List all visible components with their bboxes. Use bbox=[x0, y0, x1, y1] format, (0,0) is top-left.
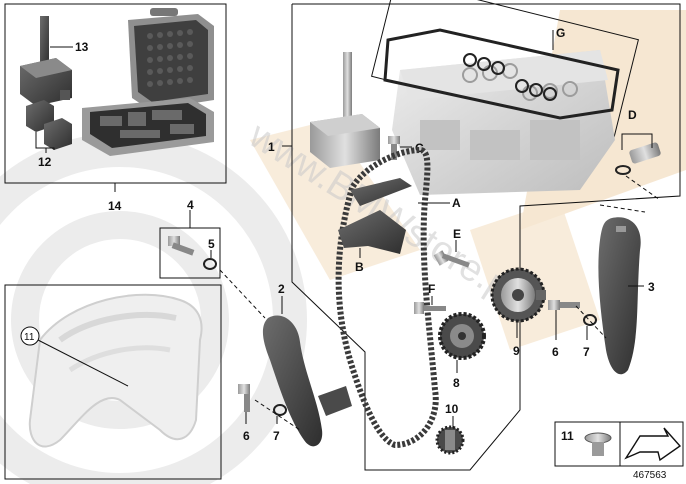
callout-9: 9 bbox=[513, 344, 520, 358]
callout-G: G bbox=[556, 26, 565, 40]
guide-B-illustration bbox=[338, 210, 406, 254]
callout-7b: 7 bbox=[583, 345, 590, 359]
leader-D bbox=[621, 133, 653, 150]
dash-4 bbox=[219, 269, 266, 319]
tensioner-D-illustration bbox=[615, 142, 661, 175]
wheel-arch-frame bbox=[4, 284, 222, 480]
leader-12b bbox=[45, 147, 55, 153]
callout-4: 4 bbox=[187, 198, 194, 212]
diagram-number: 467563 bbox=[633, 470, 667, 481]
wheel-arch-liner-illustration bbox=[28, 293, 203, 448]
bolt-6-right-illustration bbox=[548, 300, 580, 310]
callout-E: E bbox=[453, 227, 461, 241]
tool-case-illustration bbox=[82, 8, 214, 156]
washer-7-left bbox=[273, 404, 287, 416]
callout-6a: 6 bbox=[243, 429, 250, 443]
guide-rail-2-illustration bbox=[262, 315, 352, 447]
dash-3-top bbox=[599, 204, 646, 213]
cylinder-head-illustration bbox=[392, 50, 615, 195]
clip-legend-frame bbox=[554, 421, 684, 467]
callout-11a: 11 bbox=[24, 332, 35, 343]
callout-A: A bbox=[452, 196, 461, 210]
leader-11a bbox=[37, 339, 129, 387]
callout-6b: 6 bbox=[552, 345, 559, 359]
leader-12a bbox=[35, 132, 46, 149]
vanos-adjuster-9-illustration bbox=[490, 267, 546, 323]
sprocket-8-illustration bbox=[438, 312, 486, 360]
locking-tool-illustration bbox=[310, 52, 380, 168]
callout-13: 13 bbox=[75, 40, 89, 54]
callout-11b: 11 bbox=[561, 429, 574, 443]
callout-5: 5 bbox=[208, 237, 215, 251]
assembly-frame bbox=[291, 3, 681, 471]
dash-6b bbox=[575, 305, 607, 339]
callout-1: 1 bbox=[268, 140, 275, 154]
tension-rail-3-illustration bbox=[598, 217, 641, 375]
gasket-G-illustration bbox=[383, 28, 620, 120]
callout-2: 2 bbox=[278, 282, 285, 296]
callout-8: 8 bbox=[453, 376, 460, 390]
clip-11-illustration bbox=[584, 432, 612, 456]
callout-7a: 7 bbox=[273, 429, 280, 443]
tool-12-illustration bbox=[26, 100, 72, 150]
bolt-C-illustration bbox=[388, 136, 400, 160]
callout-12: 12 bbox=[38, 155, 52, 169]
callout-14: 14 bbox=[108, 199, 122, 213]
bolt-F-illustration bbox=[414, 302, 446, 314]
callout-F: F bbox=[428, 282, 435, 296]
callout-B: B bbox=[355, 260, 364, 274]
timing-chain bbox=[335, 146, 439, 449]
bolt-4-illustration bbox=[168, 236, 217, 270]
washer-7-right bbox=[583, 314, 597, 326]
callout-C: C bbox=[415, 141, 424, 155]
tool-13-illustration bbox=[20, 16, 72, 106]
callout-D: D bbox=[628, 108, 637, 122]
callout-3: 3 bbox=[648, 280, 655, 294]
dash-6a bbox=[254, 399, 301, 431]
bolt-E-illustration bbox=[433, 250, 470, 268]
direction-arrow-icon bbox=[624, 427, 682, 462]
bolt-6-left-illustration bbox=[238, 384, 250, 412]
guide-A-illustration bbox=[350, 178, 412, 206]
crank-sprocket-10-illustration bbox=[435, 425, 465, 455]
callout-10: 10 bbox=[445, 402, 459, 416]
callout-11a-circle bbox=[20, 326, 40, 346]
